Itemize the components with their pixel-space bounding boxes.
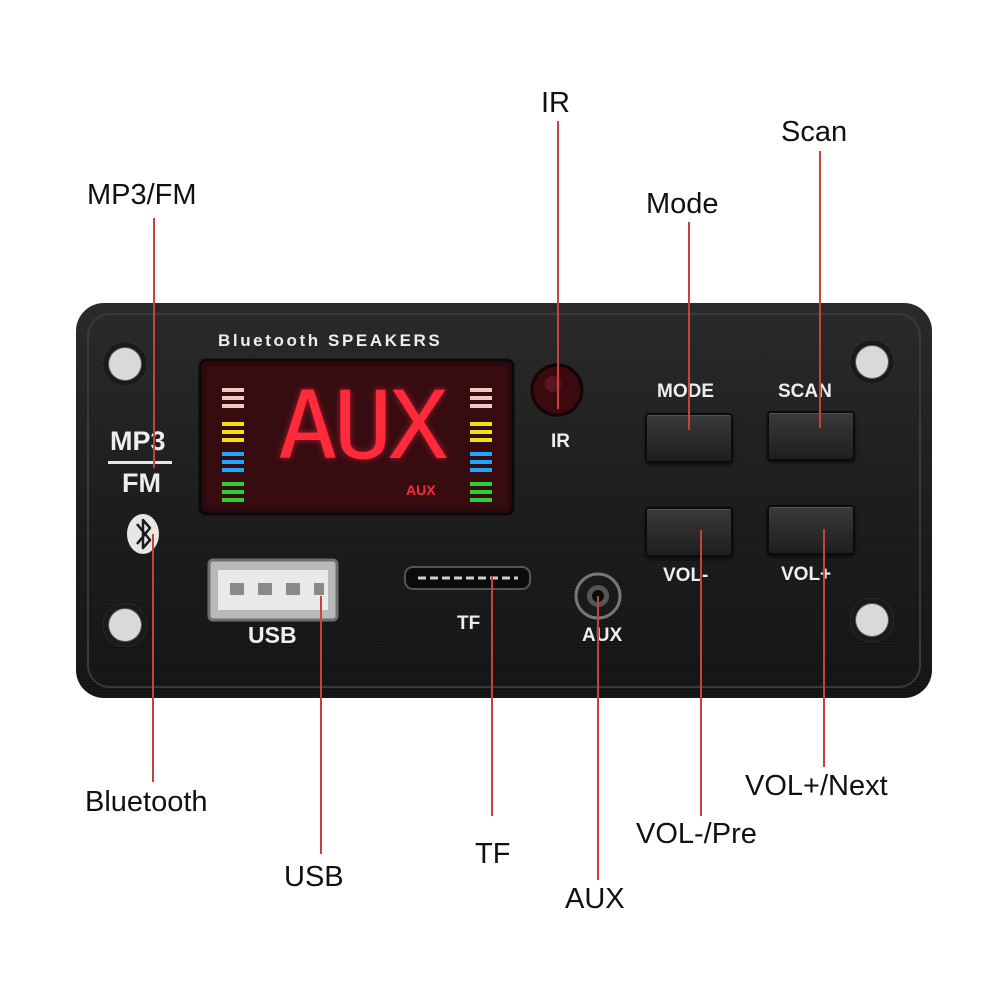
display-mode-indicator: AUX xyxy=(406,482,436,498)
mount-hole-top-right xyxy=(850,340,894,384)
callout-bluetooth: Bluetooth xyxy=(85,786,208,818)
scan-button-label: SCAN xyxy=(778,381,832,402)
scan-button[interactable] xyxy=(767,411,855,461)
mp3-label: MP3 xyxy=(110,426,166,456)
callout-aux: AUX xyxy=(565,883,625,915)
callout-mp3fm: MP3/FM xyxy=(87,179,197,211)
leader-line-mode xyxy=(688,222,690,430)
vol-minus-button[interactable] xyxy=(645,507,733,557)
leader-line-aux xyxy=(597,596,599,880)
callout-ir: IR xyxy=(541,87,570,119)
callout-usb: USB xyxy=(284,861,344,893)
ir-label: IR xyxy=(551,431,570,452)
level-bars-right xyxy=(470,388,492,502)
leader-line-mp3fm xyxy=(153,218,155,468)
vol-minus-button-label: VOL- xyxy=(663,565,709,586)
callout-vol-pre: VOL-/Pre xyxy=(636,818,757,850)
callout-mode: Mode xyxy=(646,188,719,220)
mount-hole-bottom-left xyxy=(103,603,147,647)
leader-line-usb xyxy=(320,596,322,854)
leader-line-scan xyxy=(819,151,821,428)
leader-line-bluetooth xyxy=(152,534,154,782)
tf-slot-label: TF xyxy=(457,613,481,634)
mount-hole-top-left xyxy=(103,342,147,386)
leader-line-vol-next xyxy=(823,529,825,767)
leader-line-vol-pre xyxy=(700,530,702,816)
aux-jack-label: AUX xyxy=(582,625,623,646)
vol-plus-button-label: VOL+ xyxy=(781,564,832,585)
display-readout: AUX xyxy=(278,372,448,481)
mp3-fm-divider xyxy=(108,461,172,464)
brand-label: Bluetooth SPEAKERS xyxy=(218,331,443,350)
mode-button-label: MODE xyxy=(657,381,714,402)
level-bars-left xyxy=(222,388,244,502)
callout-tf: TF xyxy=(475,838,511,870)
callout-scan: Scan xyxy=(781,116,848,148)
usb-port-label: USB xyxy=(248,622,297,648)
vol-plus-button[interactable] xyxy=(767,505,855,555)
mount-hole-bottom-right xyxy=(850,598,894,642)
fm-label: FM xyxy=(122,468,161,498)
leader-line-ir xyxy=(557,121,559,409)
callout-vol-next: VOL+/Next xyxy=(745,770,888,802)
leader-line-tf xyxy=(491,576,493,816)
